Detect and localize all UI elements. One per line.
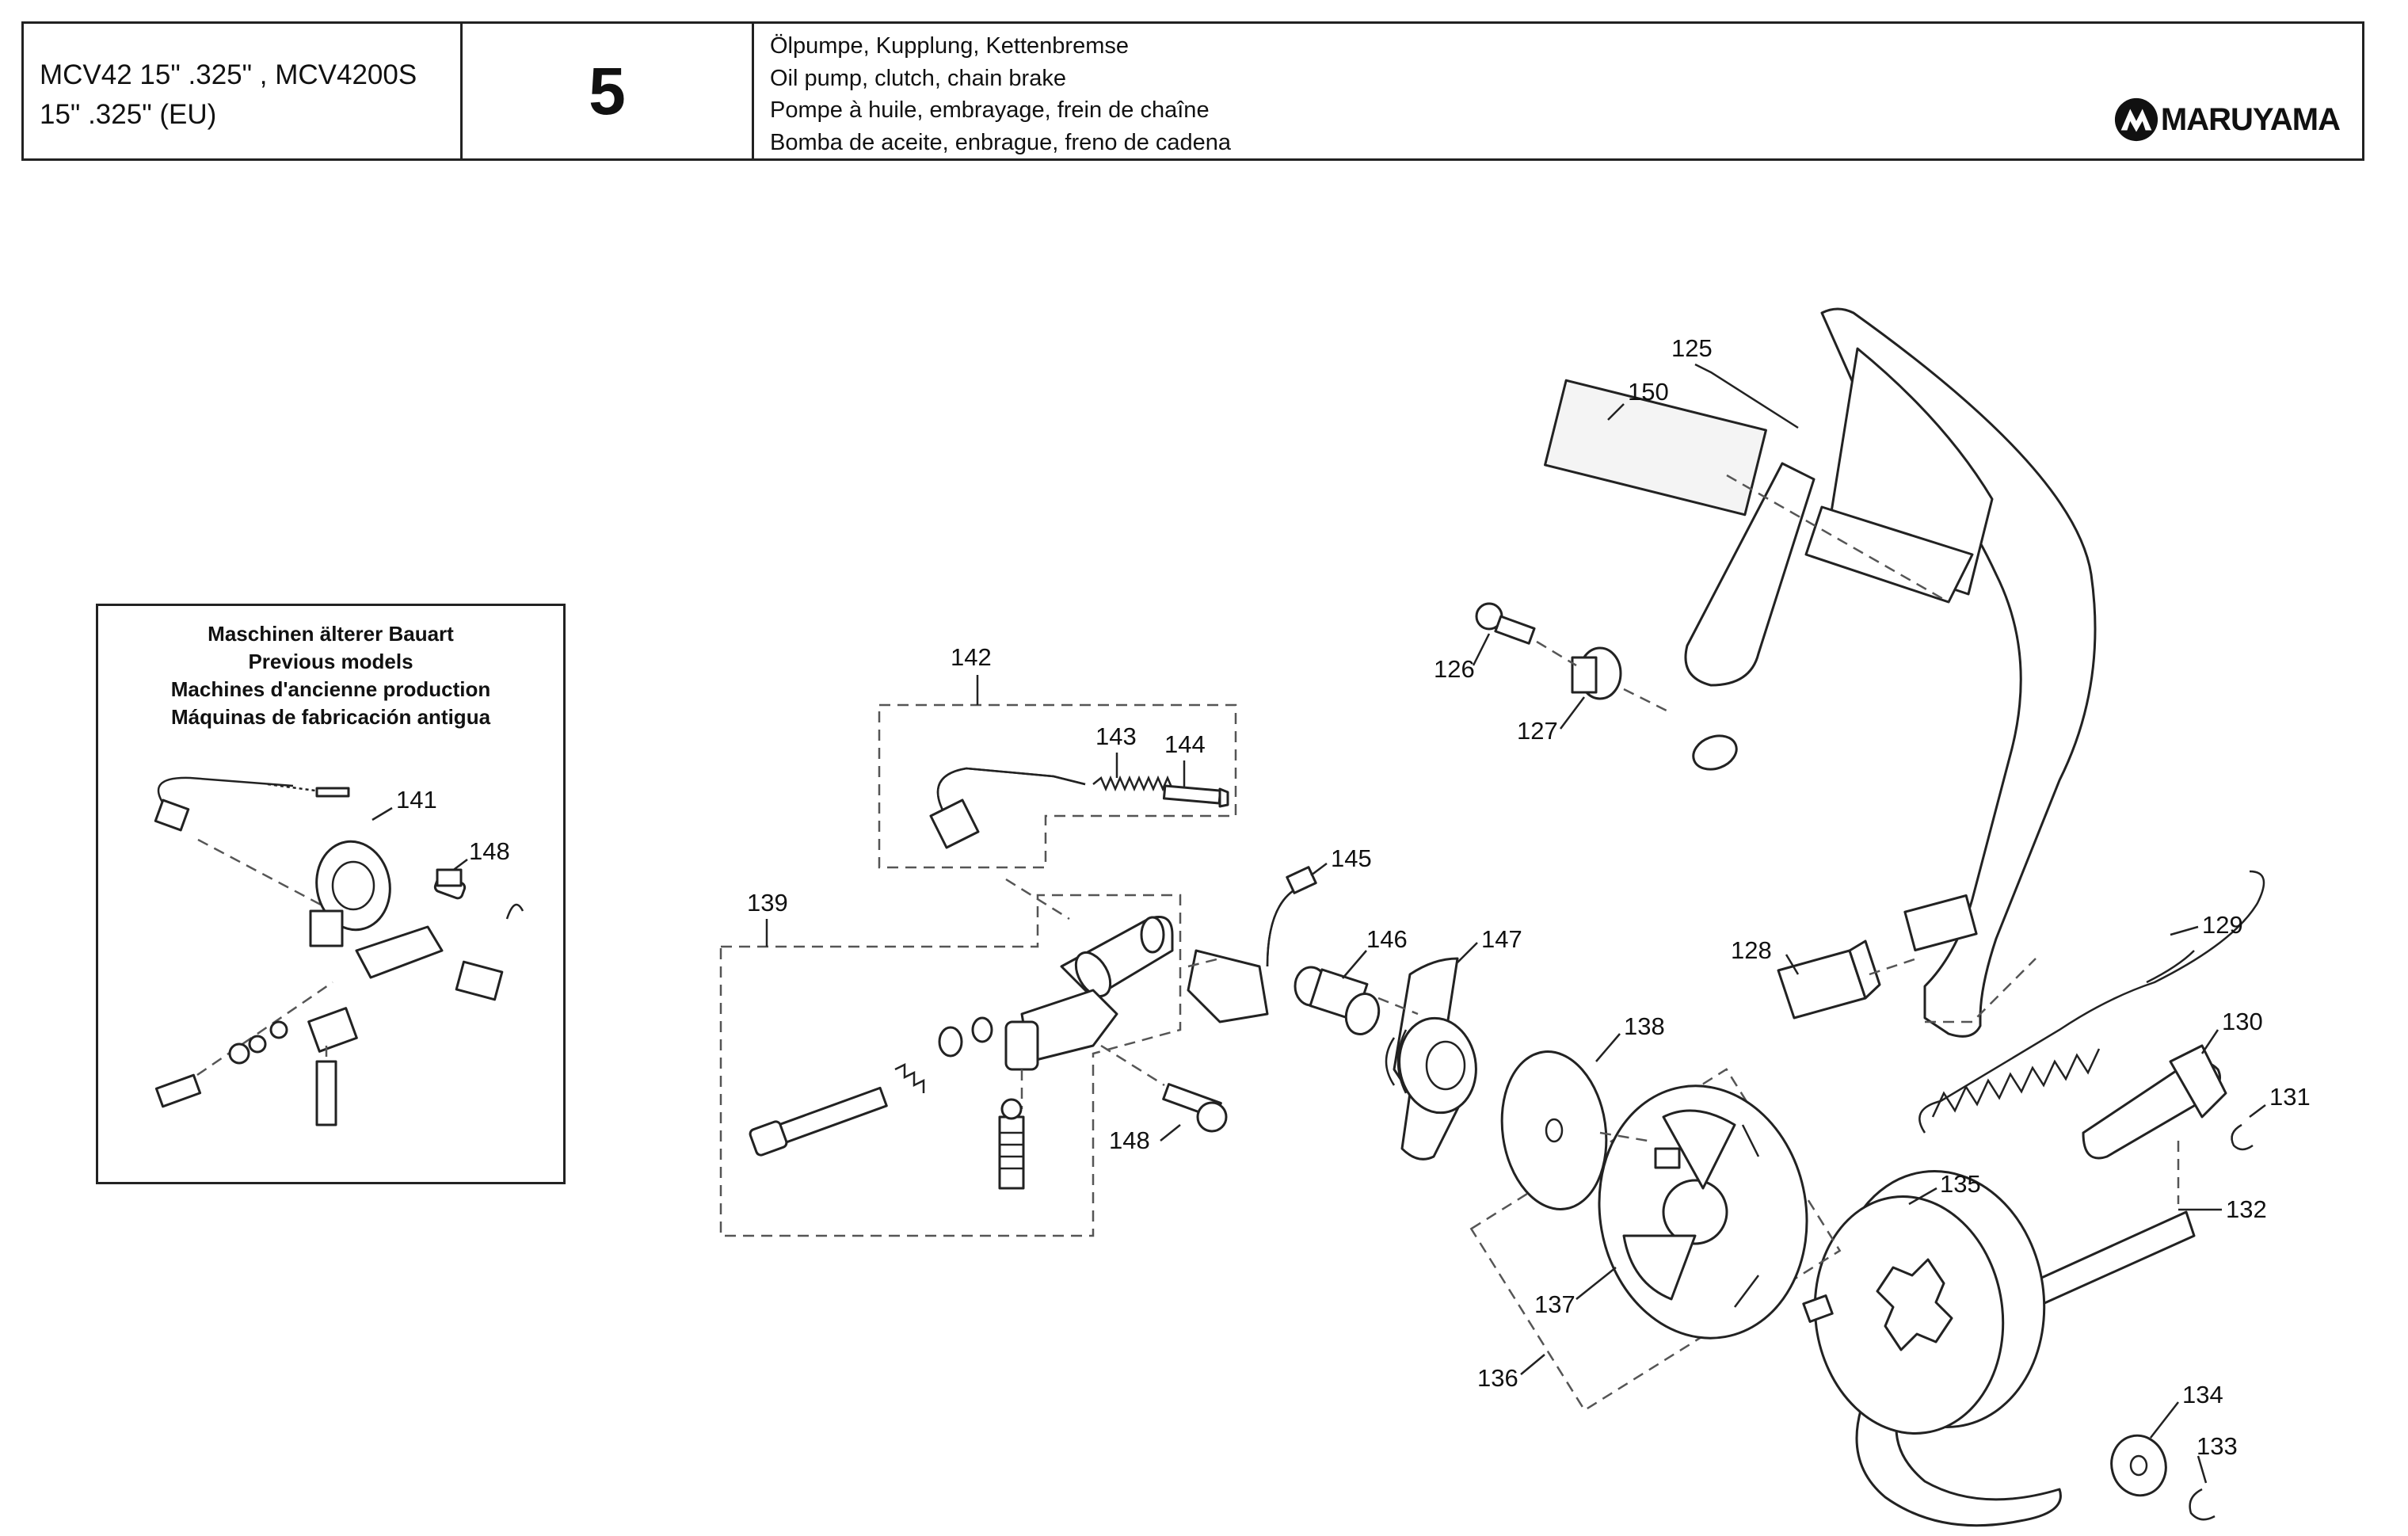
label-138: 138 bbox=[1624, 1012, 1665, 1040]
label-150: 150 bbox=[1628, 378, 1669, 406]
label-135: 135 bbox=[1940, 1170, 1981, 1198]
brand-name: MARUYAMA bbox=[2160, 101, 2341, 137]
part-134-washer bbox=[2110, 1434, 2167, 1497]
part-145-oil-hose bbox=[1187, 866, 1317, 1023]
label-139: 139 bbox=[747, 889, 788, 917]
label-142: 142 bbox=[951, 643, 992, 671]
page-number: 5 bbox=[463, 24, 754, 158]
part-137-clutch bbox=[1598, 1084, 1808, 1340]
part-150-sticker bbox=[1544, 379, 1767, 516]
label-131: 131 bbox=[2269, 1083, 2311, 1111]
label-143: 143 bbox=[1095, 722, 1137, 750]
part-133-clip bbox=[2189, 1488, 2216, 1521]
part-129-spring bbox=[1918, 870, 2265, 1134]
label-147: 147 bbox=[1481, 925, 1522, 953]
label-129: 129 bbox=[2202, 911, 2243, 939]
part-148-screw bbox=[1162, 1083, 1228, 1133]
label-127: 127 bbox=[1517, 717, 1558, 745]
inset-label-141: 141 bbox=[396, 786, 437, 814]
inset-caption-en: Previous models bbox=[248, 650, 413, 673]
part-135-clutch-drum bbox=[1802, 1170, 2046, 1435]
label-128: 128 bbox=[1731, 936, 1772, 964]
part-139-oil-pump bbox=[749, 916, 1174, 1190]
label-125: 125 bbox=[1671, 334, 1713, 362]
previous-models-inset: Maschinen älterer Bauart Previous models… bbox=[96, 604, 566, 1184]
inset-caption: Maschinen älterer Bauart Previous models… bbox=[98, 620, 563, 731]
part-126-screw bbox=[1475, 602, 1536, 645]
inset-caption-es: Máquinas de fabricación antigua bbox=[170, 705, 491, 729]
part-144-pin bbox=[1162, 784, 1229, 808]
part-146-bushing bbox=[1294, 966, 1381, 1035]
label-144: 144 bbox=[1164, 730, 1206, 758]
label-148: 148 bbox=[1109, 1126, 1150, 1154]
part-130-lever bbox=[2082, 1044, 2227, 1160]
part-147-drive-part bbox=[1385, 957, 1477, 1161]
label-145: 145 bbox=[1331, 844, 1372, 872]
title-spanish: Bomba de aceite, enbrague, freno de cade… bbox=[770, 129, 1232, 155]
title-german: Ölpumpe, Kupplung, Kettenbremse bbox=[770, 33, 1129, 59]
part-127-bushing bbox=[1571, 646, 1622, 700]
title-cell: Ölpumpe, Kupplung, Kettenbremse Oil pump… bbox=[754, 24, 2362, 158]
model-line-1: MCV42 15" .325" , MCV4200S bbox=[40, 59, 417, 90]
part-138-washer bbox=[1500, 1050, 1608, 1210]
label-130: 130 bbox=[2222, 1008, 2263, 1035]
inset-caption-de: Maschinen älterer Bauart bbox=[208, 622, 454, 646]
group-142-dashed-box bbox=[878, 703, 1237, 869]
group-139-dashed-box bbox=[719, 894, 1182, 1237]
maruyama-mark-icon bbox=[2114, 97, 2158, 142]
part-143-spring bbox=[1092, 775, 1174, 792]
inset-label-148: 148 bbox=[469, 837, 510, 865]
label-136: 136 bbox=[1477, 1364, 1518, 1392]
inset-caption-fr: Machines d'ancienne production bbox=[170, 677, 491, 701]
part-131-clip bbox=[2231, 1123, 2254, 1151]
label-137: 137 bbox=[1534, 1290, 1575, 1318]
label-134: 134 bbox=[2182, 1381, 2223, 1408]
title-french: Pompe à huile, embrayage, frein de chaîn… bbox=[770, 97, 1210, 123]
part-128-block bbox=[1777, 940, 1881, 1020]
label-133: 133 bbox=[2197, 1432, 2238, 1460]
label-126: 126 bbox=[1434, 655, 1475, 683]
part-142-oil-hose bbox=[929, 767, 1086, 849]
inset-drawing: 141 148 bbox=[154, 776, 524, 1126]
title-english: Oil pump, clutch, chain brake bbox=[770, 65, 1066, 91]
model-cell: MCV42 15" .325" , MCV4200S 15" .325" (EU… bbox=[24, 24, 463, 158]
maruyama-logo: MARUYAMA bbox=[2113, 97, 2341, 143]
label-146: 146 bbox=[1366, 925, 1408, 953]
part-labels: 125 150 126 127 128 129 130 131 132 134 … bbox=[747, 334, 2311, 1484]
label-132: 132 bbox=[2226, 1195, 2267, 1223]
model-line-2: 15" .325" (EU) bbox=[40, 99, 217, 130]
part-125-chain-brake-handle bbox=[1684, 307, 2097, 1038]
header-table: MCV42 15" .325" , MCV4200S 15" .325" (EU… bbox=[21, 21, 2364, 161]
